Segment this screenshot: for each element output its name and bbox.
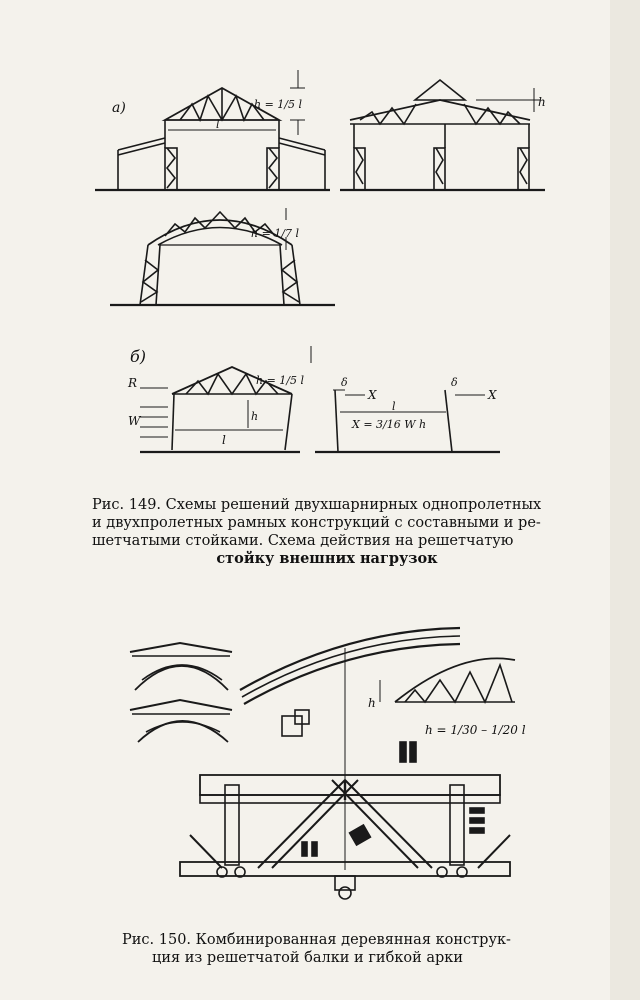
caption-150-line-2: ция из решетчатой балки и гибкой арки (152, 950, 464, 966)
h-formula-top: h = 1/5 l (254, 98, 302, 111)
label-part-b: б) (130, 347, 146, 366)
span-label-c: l (392, 400, 396, 413)
h-label-two-span: h (538, 95, 546, 109)
load-R: R (127, 376, 137, 390)
figure-149-drawing: а) h = 1/5 l l h h = 1/7 l б) h = 1/5 l … (95, 70, 546, 454)
delta-right: δ (451, 376, 458, 389)
force-X-right: X (487, 388, 497, 402)
delta-left: δ (341, 376, 348, 389)
caption-149-line-1: Рис. 149. Схемы решений двухшарнирных од… (92, 497, 542, 513)
figure-149-caption: Рис. 149. Схемы решений двухшарнирных од… (92, 496, 562, 568)
height-label-b: h (251, 410, 258, 423)
span-label-b: l (222, 433, 226, 447)
load-W: W (128, 414, 142, 428)
h-formula-150: h = 1/30 – 1/20 l (425, 723, 526, 737)
page-edge (610, 0, 640, 1000)
figure-150-drawing: h h = 1/30 – 1/20 l (129, 626, 526, 900)
caption-149-line-3: шетчатыми стойками. Схема действия на ре… (92, 533, 514, 549)
caption-149-line-4: стойку внешних нагрузок (216, 550, 438, 567)
caption-149-line-2: и двухпролетных рамных конструкций с сос… (92, 515, 541, 531)
span-label-a: l (216, 118, 220, 131)
h-formula-b: h = 1/5 l (256, 374, 304, 387)
caption-150-line-1: Рис. 150. Комбинированная деревянная кон… (122, 932, 511, 948)
h-formula-arch: h = 1/7 l (251, 227, 299, 240)
h-label-150: h (368, 696, 376, 710)
figure-150-caption: Рис. 150. Комбинированная деревянная кон… (122, 931, 532, 967)
label-part-a: а) (112, 100, 126, 116)
x-formula: X = 3/16 W h (351, 418, 426, 431)
force-X-left: X (367, 388, 377, 402)
